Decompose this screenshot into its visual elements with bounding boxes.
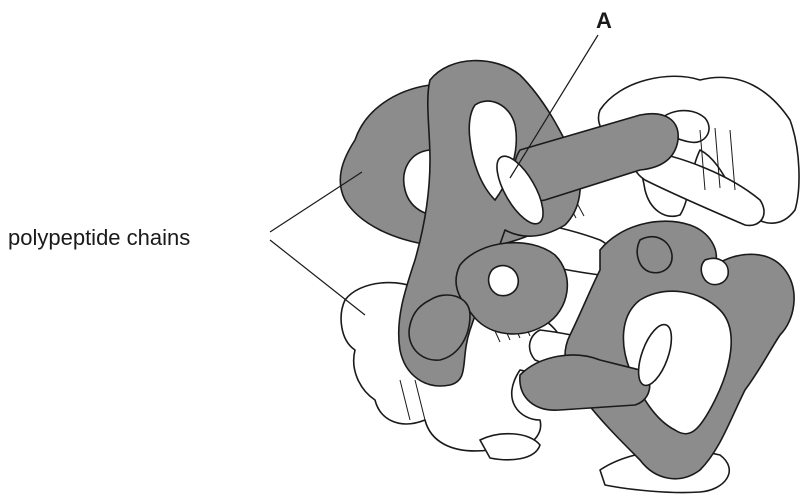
label-polypeptide-chains: polypeptide chains (8, 225, 190, 250)
polypeptide-leader-2 (270, 240, 365, 315)
label-a: A (596, 8, 612, 33)
